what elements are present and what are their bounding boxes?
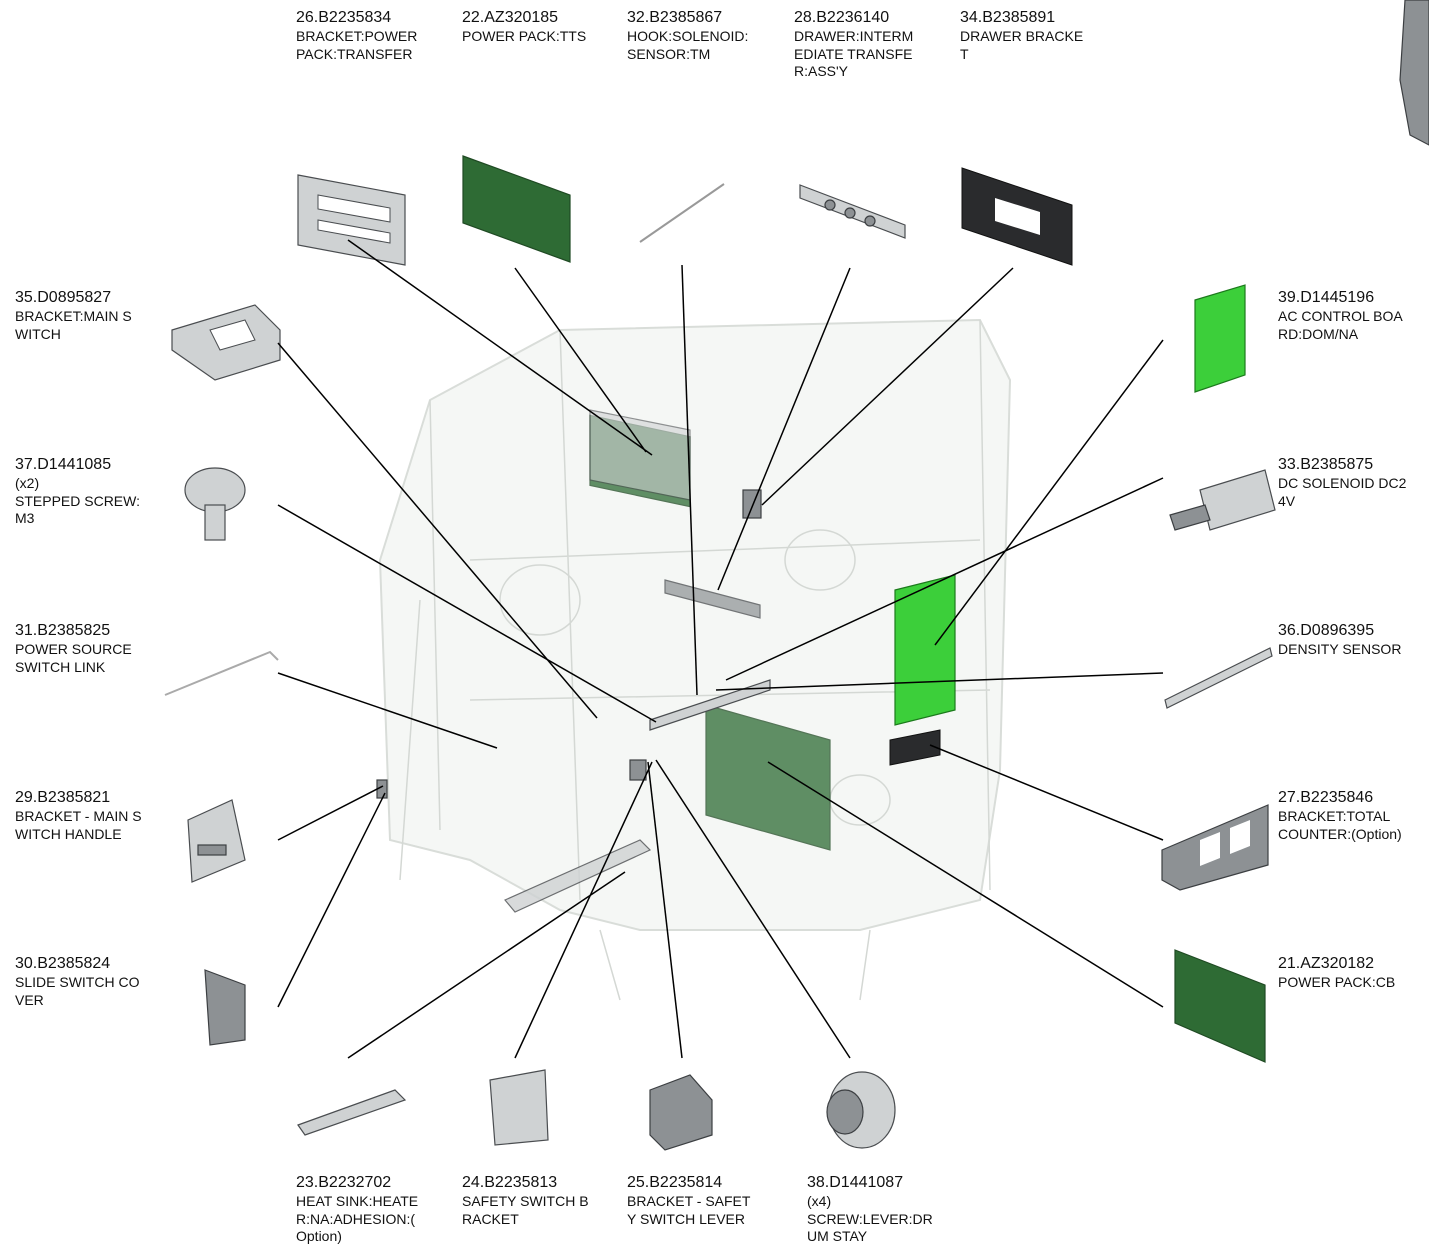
part-description: BRACKET - MAIN S WITCH HANDLE <box>15 808 142 842</box>
part-label-p21: 21.AZ320182 POWER PACK:CB <box>1278 954 1395 992</box>
part-label-p35: 35.D0895827 BRACKET:MAIN S WITCH <box>15 288 132 343</box>
part-label-p32: 32.B2385867 HOOK:SOLENOID: SENSOR:TM <box>627 8 748 63</box>
leader-line-p22 <box>514 267 647 453</box>
density-sensor-part <box>1164 647 1273 709</box>
part-number: 30.B2385824 <box>15 955 111 972</box>
part-description: (x4) SCREW:LEVER:DR UM STAY <box>807 1193 933 1244</box>
stepped-screw-part <box>184 467 246 541</box>
part-description: POWER PACK:CB <box>1278 974 1396 990</box>
leader-line-p21 <box>767 761 1164 1008</box>
leader-line-p32 <box>681 264 698 696</box>
bracket-safety-switch-lever-part <box>649 1074 713 1151</box>
hook-solenoid-sensor-part <box>639 183 725 243</box>
part-label-p25: 25.B2235814 BRACKET - SAFET Y SWITCH LEV… <box>627 1173 750 1228</box>
part-number: 33.B2385875 <box>1278 456 1374 473</box>
part-description: DENSITY SENSOR <box>1278 641 1402 657</box>
assembled-parts <box>376 409 956 913</box>
part-number: 23.B2232702 <box>296 1174 392 1191</box>
leader-line-p30 <box>277 792 386 1008</box>
part-label-p37: 37.D1441085 (x2) STEPPED SCREW: M3 <box>15 455 140 528</box>
part-number: 29.B2385821 <box>15 789 111 806</box>
part-description: BRACKET - SAFET Y SWITCH LEVER <box>627 1193 751 1227</box>
leader-line-p25 <box>647 761 683 1059</box>
dc-solenoid-part <box>1169 469 1276 531</box>
drawer-intermediate-transfer-part <box>799 184 906 239</box>
part-number: 37.D1441085 <box>15 456 112 473</box>
part-label-p22: 22.AZ320185 POWER PACK:TTS <box>462 8 586 46</box>
leader-lines <box>277 239 1164 1059</box>
bracket-total-counter-part <box>1161 804 1269 891</box>
leader-line-p24 <box>514 761 653 1059</box>
part-label-p33: 33.B2385875 DC SOLENOID DC2 4V <box>1278 455 1406 510</box>
part-description: (x2) STEPPED SCREW: M3 <box>15 475 140 526</box>
leader-line-p37 <box>277 504 657 723</box>
part-label-p29: 29.B2385821 BRACKET - MAIN S WITCH HANDL… <box>15 788 142 843</box>
part-number: 22.AZ320185 <box>462 9 559 26</box>
leader-line-p36 <box>715 672 1164 691</box>
leader-line-p28 <box>717 267 851 591</box>
leader-line-p26 <box>347 239 653 456</box>
slide-switch-cover-part <box>204 969 246 1046</box>
part-number: 36.D0896395 <box>1278 622 1375 639</box>
part-description: BRACKET:POWER PACK:TRANSFER <box>296 28 418 62</box>
bracket-power-pack-transfer-part <box>297 174 406 266</box>
leader-line-p23 <box>347 871 626 1059</box>
part-description: BRACKET:TOTAL COUNTER:(Option) <box>1278 808 1402 842</box>
bracket-main-switch-part <box>171 304 281 381</box>
part-number: 21.AZ320182 <box>1278 955 1375 972</box>
leader-line-p27 <box>929 744 1164 841</box>
ac-control-board-part <box>1194 284 1246 393</box>
part-label-p31: 31.B2385825 POWER SOURCE SWITCH LINK <box>15 621 132 676</box>
bracket-main-switch-handle-part <box>187 799 246 883</box>
part-description: AC CONTROL BOA RD:DOM/NA <box>1278 308 1403 342</box>
leader-line-p31 <box>277 672 498 749</box>
part-label-p26: 26.B2235834 BRACKET:POWER PACK:TRANSFER <box>296 8 417 63</box>
leader-line-p33 <box>725 477 1164 681</box>
top-right-cropped-part <box>1399 0 1429 146</box>
part-label-p28: 28.B2236140 DRAWER:INTERM EDIATE TRANSFE… <box>794 8 913 81</box>
part-description: DRAWER BRACKE T <box>960 28 1084 62</box>
power-source-switch-link-part <box>164 650 279 696</box>
part-number: 28.B2236140 <box>794 9 890 26</box>
part-label-p34: 34.B2385891 DRAWER BRACKE T <box>960 8 1083 63</box>
part-number: 32.B2385867 <box>627 9 723 26</box>
power-pack-cb-part <box>1174 949 1266 1063</box>
part-description: DRAWER:INTERM EDIATE TRANSFE R:ASS'Y <box>794 28 914 79</box>
part-description: SAFETY SWITCH B RACKET <box>462 1193 589 1227</box>
part-label-p36: 36.D0896395 DENSITY SENSOR <box>1278 621 1401 659</box>
leader-line-p35 <box>277 342 598 719</box>
leader-line-p29 <box>277 785 384 841</box>
part-number: 25.B2235814 <box>627 1174 723 1191</box>
leader-line-p34 <box>761 267 1014 506</box>
part-description: POWER SOURCE SWITCH LINK <box>15 641 132 675</box>
part-label-p39: 39.D1445196 AC CONTROL BOA RD:DOM/NA <box>1278 288 1403 343</box>
drawer-bracket-part <box>961 167 1073 266</box>
part-description: POWER PACK:TTS <box>462 28 587 44</box>
part-description: SLIDE SWITCH CO VER <box>15 974 140 1008</box>
part-number: 27.B2235846 <box>1278 789 1374 806</box>
part-description: BRACKET:MAIN S WITCH <box>15 308 132 342</box>
heat-sink-heater-part <box>297 1089 407 1136</box>
leader-line-p39 <box>934 339 1164 646</box>
part-label-p23: 23.B2232702 HEAT SINK:HEATE R:NA:ADHESIO… <box>296 1173 418 1246</box>
part-number: 34.B2385891 <box>960 9 1056 26</box>
power-pack-tts-part <box>462 155 571 263</box>
part-number: 39.D1445196 <box>1278 289 1375 306</box>
part-label-p27: 27.B2235846 BRACKET:TOTAL COUNTER:(Optio… <box>1278 788 1402 843</box>
part-number: 31.B2385825 <box>15 622 111 639</box>
screw-lever-drum-stay-part <box>826 1071 896 1149</box>
part-number: 26.B2235834 <box>296 9 392 26</box>
part-label-p24: 24.B2235813 SAFETY SWITCH B RACKET <box>462 1173 589 1228</box>
part-number: 35.D0895827 <box>15 289 112 306</box>
part-number: 24.B2235813 <box>462 1174 558 1191</box>
part-description: HOOK:SOLENOID: SENSOR:TM <box>627 28 749 62</box>
leader-line-p38 <box>655 759 851 1059</box>
part-label-p38: 38.D1441087 (x4) SCREW:LEVER:DR UM STAY <box>807 1173 933 1246</box>
part-description: DC SOLENOID DC2 4V <box>1278 475 1407 509</box>
part-label-p30: 30.B2385824 SLIDE SWITCH CO VER <box>15 954 139 1009</box>
safety-switch-bracket-part <box>489 1069 549 1146</box>
part-number: 38.D1441087 <box>807 1174 904 1191</box>
part-description: HEAT SINK:HEATE R:NA:ADHESION:( Option) <box>296 1193 419 1244</box>
